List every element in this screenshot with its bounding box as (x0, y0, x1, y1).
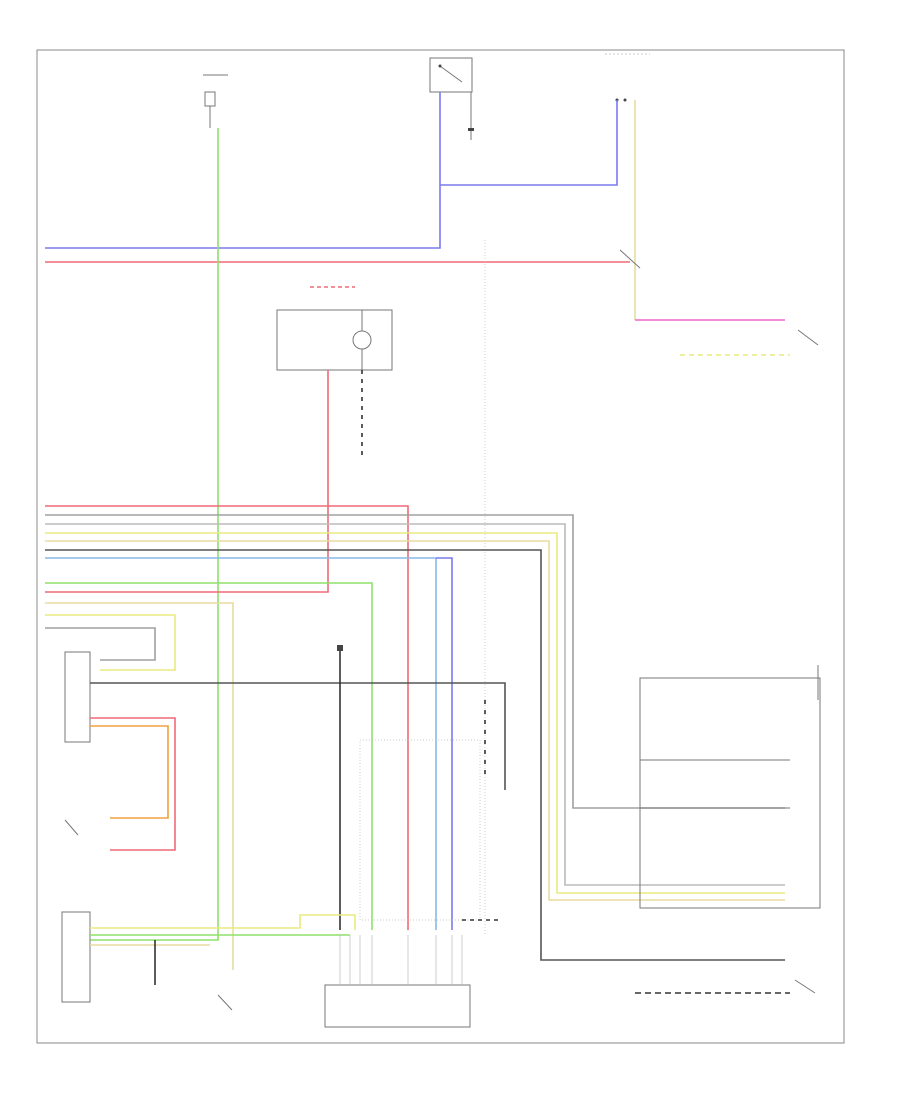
top-right-connector (605, 53, 650, 102)
left-component-box (64, 651, 91, 743)
top-left-fuse (203, 74, 228, 128)
wire-blue-relay-down (45, 92, 441, 249)
wire-blue-top-right (440, 100, 618, 186)
faint-region (359, 739, 481, 921)
wire-gray-loop (45, 627, 156, 661)
wire-orange-left-box (90, 725, 169, 819)
wire-lightblue-bus (45, 557, 437, 930)
lower-left-component (61, 911, 91, 1003)
wire-green-vertical (90, 128, 219, 941)
wire-red-module-down (45, 370, 329, 593)
wire-tan-bus (45, 540, 785, 901)
right-module (639, 665, 821, 909)
wire-darkgray-long-horizontal (90, 682, 506, 790)
wire-gray-bus-2 (45, 523, 785, 886)
wire-yellow-lower-left (90, 914, 356, 930)
wire-yellow-loop (45, 614, 176, 671)
top-relay (429, 57, 474, 140)
wire-blue-bus-right (436, 557, 453, 930)
wire-gray-bus-1 (45, 514, 785, 809)
wire-yellow-bus (45, 532, 785, 894)
wire-darkgray-bus (45, 549, 785, 961)
wire-green-bus-2 (45, 582, 373, 930)
diagram-frame (36, 49, 845, 1044)
wire-tan-bus-2 (45, 602, 234, 970)
wire-red-left-box (90, 717, 176, 851)
bottom-connector-block (324, 935, 471, 1028)
wire-red-bus (45, 505, 409, 930)
lamp-module (276, 309, 393, 371)
